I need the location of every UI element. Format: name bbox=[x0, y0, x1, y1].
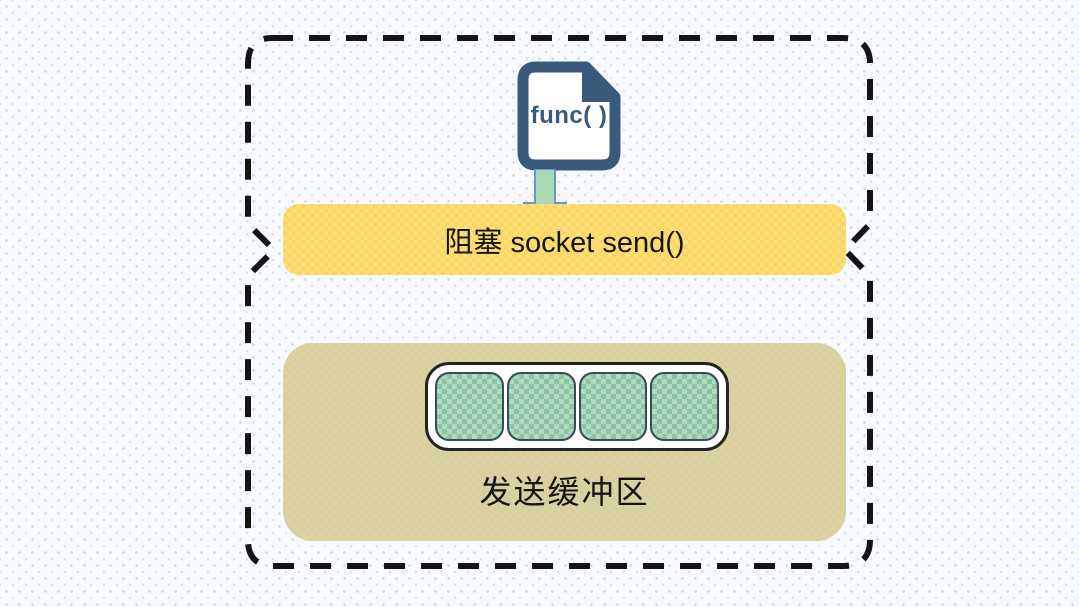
function-label: func( ) bbox=[530, 102, 608, 129]
file-icon bbox=[517, 61, 621, 171]
dashed-boundary-path bbox=[245, 35, 873, 569]
buffer-cell bbox=[435, 372, 504, 441]
send-buffer-label: 发送缓冲区 bbox=[479, 474, 650, 510]
blocking-send-label: 阻塞 socket send() bbox=[444, 226, 685, 259]
function-file-icon: func( ) bbox=[516, 60, 622, 172]
buffer-track bbox=[425, 362, 729, 451]
buffer-cell bbox=[506, 372, 576, 441]
buffer-cell bbox=[650, 372, 719, 441]
blocking-send-bar: 阻塞 socket send() bbox=[283, 204, 846, 275]
folded-corner-icon bbox=[582, 63, 620, 102]
buffer-cell bbox=[578, 372, 648, 441]
